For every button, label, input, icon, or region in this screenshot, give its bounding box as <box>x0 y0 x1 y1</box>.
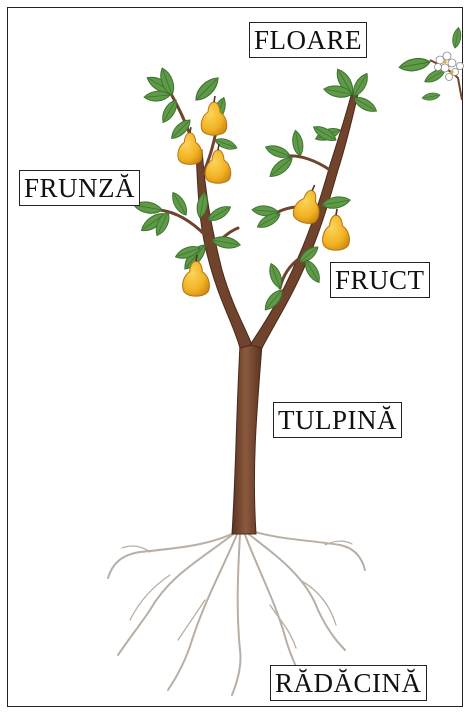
label-root: RĂDĂCINĂ <box>270 665 427 701</box>
trunk <box>232 345 262 534</box>
label-flower: FLOARE <box>249 22 367 58</box>
label-stem: TULPINĂ <box>273 402 402 438</box>
label-leaf: FRUNZĂ <box>19 170 140 206</box>
flower-sprig <box>398 27 463 102</box>
label-fruit: FRUCT <box>330 262 430 298</box>
